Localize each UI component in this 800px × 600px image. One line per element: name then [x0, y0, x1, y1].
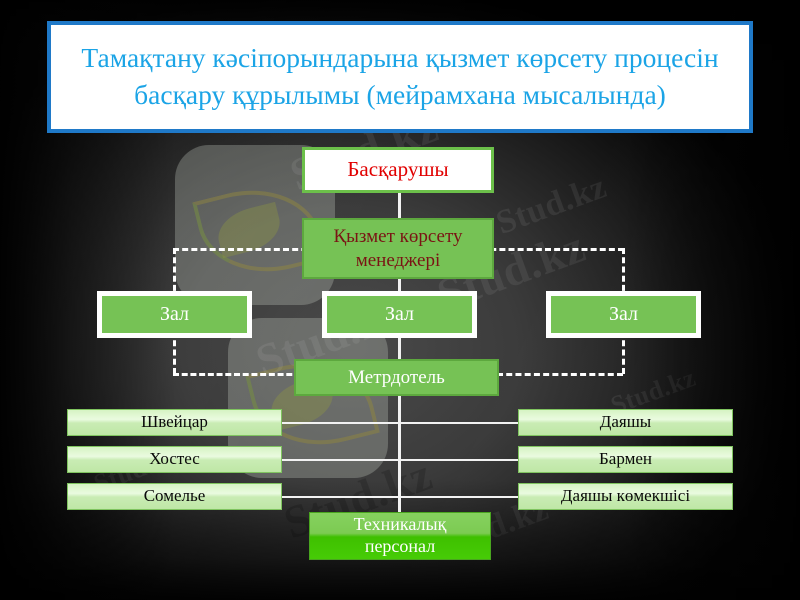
node-zal-right[interactable]: Зал	[546, 291, 701, 338]
connector-manager-to-hall-center	[398, 279, 401, 297]
node-basqarushy[interactable]: Басқарушы	[302, 147, 494, 193]
node-label-line2: персонал	[364, 536, 436, 556]
node-label: Хостес	[149, 449, 200, 469]
node-label: Сомелье	[143, 486, 206, 506]
node-label-line2: менеджері	[355, 249, 441, 271]
node-zal-center[interactable]: Зал	[322, 291, 477, 338]
dashed-connector-bottom-right	[497, 373, 623, 376]
node-somele[interactable]: Сомелье	[67, 483, 282, 510]
node-label: Даяшы көмекшісі	[560, 486, 691, 506]
connector-hall-center-to-metrdotel	[398, 338, 401, 360]
slide-title-box: Тамақтану кәсіпорындарына қызмет көрсету…	[47, 21, 753, 133]
connector-root-to-manager	[398, 192, 401, 219]
node-zal-left[interactable]: Зал	[97, 291, 252, 338]
connector-rail-row3	[280, 496, 520, 498]
node-dayashy[interactable]: Даяшы	[518, 409, 733, 436]
node-shveitsar[interactable]: Швейцар	[67, 409, 282, 436]
node-barmen[interactable]: Бармен	[518, 446, 733, 473]
node-dayashy-komekshisi[interactable]: Даяшы көмекшісі	[518, 483, 733, 510]
node-label: Метрдотель	[348, 366, 445, 388]
node-metrdotel[interactable]: Метрдотель	[294, 359, 499, 396]
connector-rail-row1	[280, 422, 520, 424]
node-label: Зал	[384, 303, 415, 326]
node-label: Бармен	[599, 449, 652, 469]
page-title: Тамақтану кәсіпорындарына қызмет көрсету…	[81, 42, 719, 110]
dashed-connector-top-right	[399, 248, 624, 251]
node-label: Зал	[608, 303, 639, 326]
node-label: Зал	[159, 303, 190, 326]
dashed-connector-top-left	[173, 248, 399, 251]
node-label: Швейцар	[141, 412, 208, 432]
node-label-line1: Қызмет көрсету	[333, 226, 463, 248]
node-qyzmet-korsetu-menedzheri[interactable]: Қызмет көрсету менеджері	[302, 218, 494, 279]
dashed-connector-bottom-left	[173, 373, 301, 376]
connector-metrdotel-trunk	[398, 395, 401, 513]
node-hostes[interactable]: Хостес	[67, 446, 282, 473]
node-label: Даяшы	[599, 412, 652, 432]
node-label: Басқарушы	[347, 157, 449, 182]
node-tehnikalyq-personal[interactable]: Техникалық персонал	[309, 512, 491, 560]
connector-rail-row2	[280, 459, 520, 461]
node-label-line1: Техникалық	[353, 514, 447, 535]
